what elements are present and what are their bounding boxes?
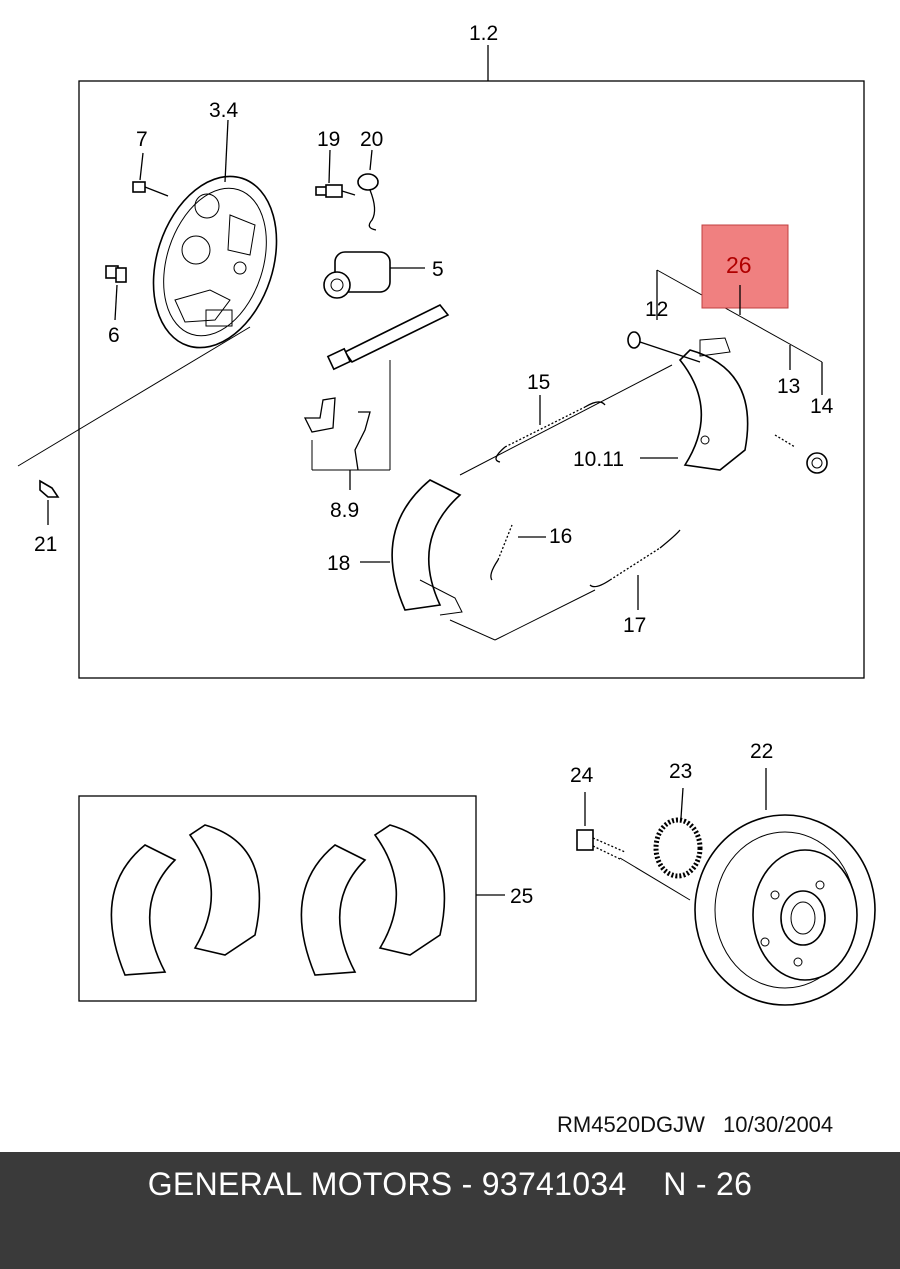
callout-8-9: 8.9 [330, 499, 359, 522]
callout-26: 26 [726, 252, 752, 278]
bleeder-bolt-7[interactable] [132, 181, 169, 197]
highlighted-part-26[interactable] [701, 224, 789, 309]
retainer-cup-14[interactable] [806, 452, 828, 474]
callout-13: 13 [777, 375, 800, 398]
footer-text: GENERAL MOTORS - 93741034 N - 26 [147, 1166, 753, 1202]
hold-down-spring-13[interactable] [774, 434, 796, 448]
callout-14: 14 [810, 395, 834, 418]
drawing-date: 10/30/2004 [723, 1112, 834, 1137]
callout-15: 15 [527, 371, 550, 394]
return-spring-15[interactable] [495, 401, 606, 463]
callout-17: 17 [623, 614, 646, 637]
spring-17[interactable] [589, 529, 681, 588]
shoe-kit-set[interactable] [110, 824, 446, 976]
brake-shoe-18[interactable] [391, 479, 463, 616]
bleeder-cap-20[interactable] [357, 173, 379, 231]
shoe-kit-frame [78, 795, 477, 1002]
abs-tone-ring[interactable] [653, 817, 703, 879]
callout-16: 16 [549, 525, 572, 548]
wheel-stud[interactable] [576, 829, 626, 861]
callout-12: 12 [645, 298, 668, 321]
adjuster-rod[interactable] [326, 303, 450, 371]
lever-bracket[interactable] [303, 397, 371, 471]
brake-drum[interactable] [694, 814, 876, 1006]
bolt-21[interactable] [39, 479, 60, 498]
assembly-frame [78, 80, 865, 679]
hold-down-pin-12[interactable] [627, 331, 701, 363]
backing-plate[interactable] [133, 160, 298, 363]
callout-21: 21 [34, 533, 57, 556]
callout-3-4: 3.4 [209, 99, 239, 122]
callout-1-2: 1.2 [469, 22, 498, 45]
footer-bar: GENERAL MOTORS - 93741034 N - 26 [0, 1152, 900, 1269]
parts-diagram: 1.2 3.4 7 19 20 5 6 12 26 13 14 15 10.11… [17, 22, 876, 1006]
callout-24: 24 [570, 764, 594, 787]
callout-5: 5 [432, 258, 444, 281]
spring-16[interactable] [490, 524, 513, 581]
callout-6: 6 [108, 324, 120, 347]
callout-7: 7 [136, 128, 148, 151]
callout-18: 18 [327, 552, 350, 575]
nut-6[interactable] [105, 265, 127, 283]
wheel-cylinder[interactable] [323, 251, 425, 299]
drawing-code: RM4520DGJW [557, 1112, 705, 1137]
callout-20: 20 [360, 128, 383, 151]
bleeder-screw-19[interactable] [315, 184, 356, 198]
callout-22: 22 [750, 740, 773, 763]
drawing-reference: RM4520DGJW 10/30/2004 [557, 1112, 833, 1138]
callout-10-11: 10.11 [573, 448, 624, 471]
callout-23: 23 [669, 760, 692, 783]
callout-25: 25 [510, 885, 533, 908]
brake-shoe-10-11[interactable] [678, 337, 749, 471]
callout-19: 19 [317, 128, 340, 151]
